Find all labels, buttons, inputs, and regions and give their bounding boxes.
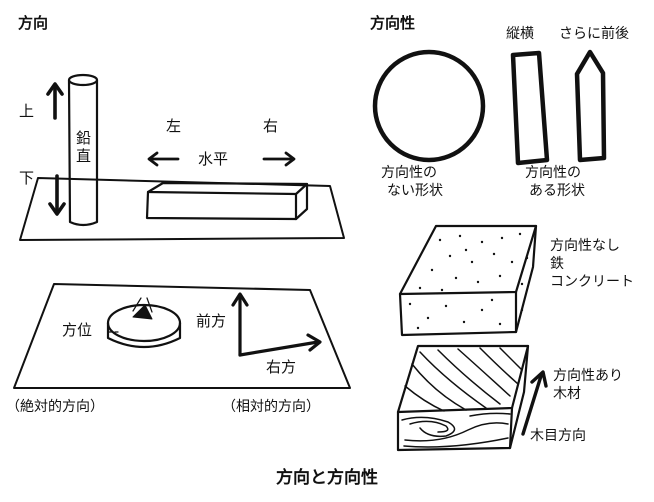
wood-block bbox=[396, 344, 530, 452]
bottom-right-materials bbox=[396, 224, 548, 452]
heading-directionality: 方向性 bbox=[370, 14, 416, 32]
label-relative-direction: （相対的方向） bbox=[222, 399, 320, 415]
label-up: 上 bbox=[19, 102, 35, 120]
grain-direction-arrow bbox=[521, 370, 548, 436]
floor-plane bbox=[13, 283, 351, 389]
top-right-shapes bbox=[372, 49, 607, 166]
label-iron-3: コンクリート bbox=[550, 274, 634, 290]
concrete-dots bbox=[408, 232, 529, 330]
concrete-block bbox=[398, 224, 538, 337]
label-no-direction-2: ない形状 bbox=[387, 183, 443, 199]
label-vertical-1: 鉛 bbox=[76, 129, 92, 147]
pointed-bar-shape bbox=[574, 49, 607, 163]
bottom-left-scene bbox=[13, 283, 351, 389]
forward-arrow bbox=[231, 292, 249, 357]
right-direction-arrow bbox=[238, 333, 322, 357]
label-iron-2: 鉄 bbox=[550, 256, 564, 272]
label-has-direction-2: ある形状 bbox=[529, 183, 585, 199]
figure-caption: 方向と方向性 bbox=[276, 468, 378, 488]
label-down: 下 bbox=[19, 169, 35, 187]
label-grain-direction: 木目方向 bbox=[530, 428, 586, 444]
compass-needle bbox=[132, 304, 153, 320]
bar-shape bbox=[510, 50, 550, 166]
right-arrow bbox=[262, 151, 296, 167]
heading-direction: 方向 bbox=[18, 14, 49, 32]
label-iron-1: 方向性なし bbox=[550, 238, 620, 254]
horizontal-block bbox=[145, 181, 309, 221]
compass bbox=[106, 297, 182, 348]
label-has-direction-1: 方向性の bbox=[525, 165, 581, 181]
label-wood-2: 木材 bbox=[553, 386, 581, 402]
top-left-scene bbox=[19, 73, 345, 241]
label-no-direction-1: 方向性の bbox=[381, 165, 437, 181]
label-forward: 前方 bbox=[196, 312, 227, 330]
left-arrow bbox=[147, 151, 180, 167]
vertical-pillar bbox=[67, 73, 99, 227]
label-right-side: 右方 bbox=[266, 358, 297, 376]
label-absolute-direction: （絶対的方向） bbox=[6, 399, 104, 415]
label-bearing: 方位 bbox=[62, 321, 93, 339]
down-arrow bbox=[48, 174, 66, 216]
label-left: 左 bbox=[166, 117, 182, 135]
label-horizontal: 水平 bbox=[198, 150, 229, 168]
label-wood-1: 方向性あり bbox=[553, 368, 623, 384]
label-col-header-1: 縦横 bbox=[506, 26, 534, 42]
up-arrow bbox=[46, 82, 64, 120]
label-right: 右 bbox=[263, 117, 279, 135]
wood-grain bbox=[401, 347, 523, 448]
circle-shape bbox=[372, 49, 486, 163]
label-col-header-2: さらに前後 bbox=[559, 26, 629, 42]
label-vertical-2: 直 bbox=[76, 147, 92, 165]
